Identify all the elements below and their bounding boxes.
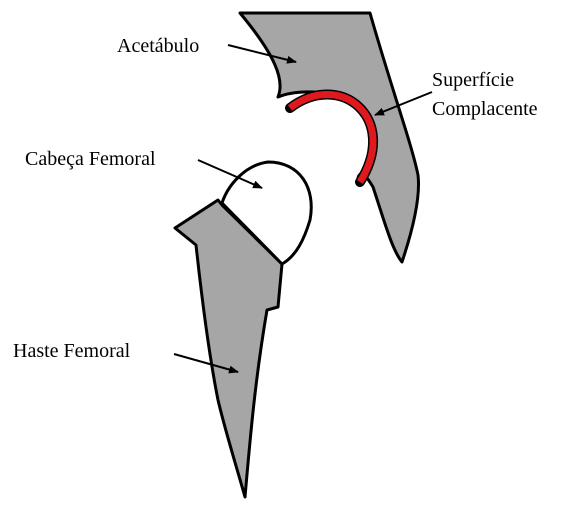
acetabulo-label: Acetábulo [117,35,199,57]
superficie-label-line2: Complacente [432,98,538,120]
compliant-surface-red [290,95,373,182]
haste-femoral-label: Haste Femoral [13,340,131,362]
superficie-label-line1: Superfície [432,69,514,91]
cabeca-femoral-label: Cabeça Femoral [25,148,156,170]
